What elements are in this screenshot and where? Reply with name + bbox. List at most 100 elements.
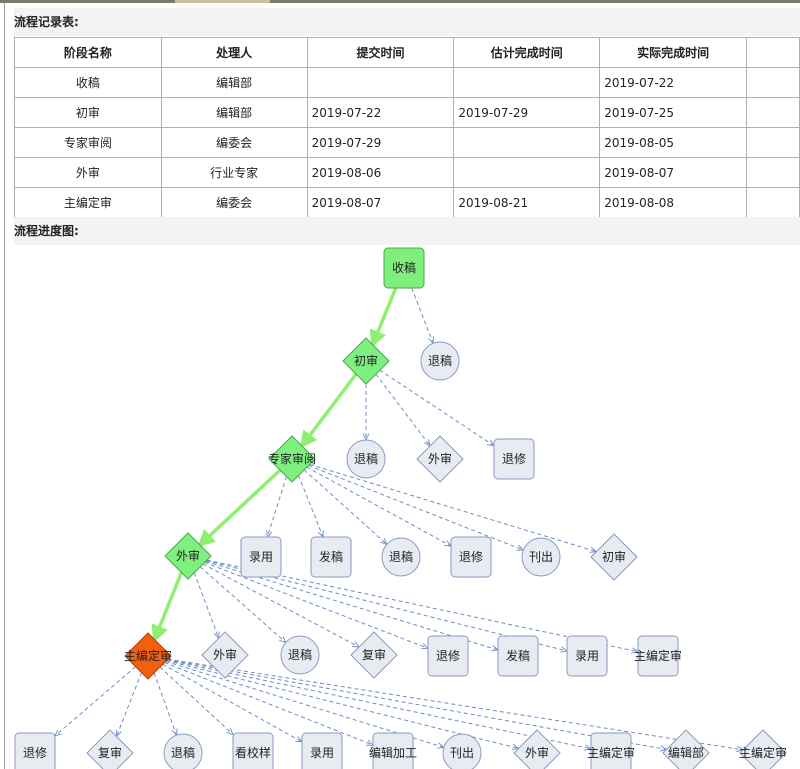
node-shape: [350, 631, 398, 679]
flow-node-diamond[interactable]: 初审: [590, 533, 638, 581]
cell-submit: [306, 67, 455, 98]
flow-node-diamond[interactable]: 专家审阅: [268, 435, 316, 483]
cell-stage: 外审: [14, 157, 162, 188]
flow-node-diamond[interactable]: 初审: [342, 337, 390, 385]
node-shape: [637, 635, 679, 677]
node-label: 看校样: [235, 745, 271, 760]
transition-edge: [164, 662, 373, 746]
flow-node-diamond[interactable]: 外审: [513, 729, 561, 769]
table-row: 专家审阅 编委会 2019-07-29 2019-08-05: [14, 127, 800, 158]
flow-node-circle[interactable]: 退稿: [346, 439, 386, 479]
flow-node-rect[interactable]: 发稿: [497, 635, 539, 677]
flow-node-rect[interactable]: 退修: [493, 438, 535, 480]
flow-node-rect[interactable]: 录用: [240, 536, 282, 578]
cell-submit: 2019-08-06: [306, 157, 455, 188]
flow-node-rect[interactable]: 录用: [566, 635, 608, 677]
node-shape: [164, 532, 212, 580]
flow-node-rect[interactable]: 编辑加工: [369, 732, 417, 769]
header-stage: 阶段名称: [14, 37, 162, 68]
node-label: 录用: [249, 550, 273, 564]
flow-node-diamond[interactable]: 复审: [86, 729, 134, 769]
cell-actual: 2019-07-22: [599, 67, 748, 98]
flow-node-rect[interactable]: 发稿: [310, 536, 352, 578]
flow-node-rect[interactable]: 收稿: [383, 247, 425, 289]
header-submit-time: 提交时间: [306, 37, 455, 68]
transition-edge: [308, 465, 524, 550]
header-actual-time: 实际完成时间: [599, 37, 748, 68]
node-shape: [383, 247, 425, 289]
flow-node-diamond[interactable]: 复审: [350, 631, 398, 679]
flow-node-circle[interactable]: 刊出: [521, 537, 561, 577]
node-label: 退修: [436, 648, 460, 663]
node-label: 外审: [525, 745, 549, 760]
transition-edge: [167, 658, 743, 750]
node-shape: [662, 729, 710, 769]
flow-node-diamond[interactable]: 主编定审: [124, 632, 172, 680]
flow-node-diamond[interactable]: 外审: [416, 435, 464, 483]
transition-edge: [298, 475, 323, 537]
node-label: 退稿: [389, 549, 413, 564]
node-shape: [739, 729, 787, 769]
node-shape: [513, 729, 561, 769]
node-shape: [381, 537, 421, 577]
flow-node-circle[interactable]: 退稿: [280, 635, 320, 675]
node-shape: [268, 435, 316, 483]
transition-edge: [55, 666, 136, 736]
cell-estimate: 2019-08-21: [453, 187, 601, 218]
flow-node-diamond[interactable]: 外审: [164, 532, 212, 580]
flow-node-rect[interactable]: 主编定审: [634, 635, 682, 677]
cell-handler: 编委会: [160, 127, 308, 158]
node-label: 录用: [575, 649, 599, 663]
node-label: 主编定审: [587, 745, 635, 760]
node-shape: [301, 732, 343, 769]
node-label: 退稿: [428, 353, 452, 368]
cell-stage: 专家审阅: [14, 127, 162, 158]
node-label: 主编定审: [739, 745, 787, 760]
node-label: 复审: [362, 647, 386, 662]
cell-actual: 2019-08-05: [599, 127, 748, 158]
flow-node-diamond[interactable]: 编辑部: [662, 729, 710, 769]
transition-edge: [202, 563, 359, 647]
cell-submit: 2019-08-07: [306, 187, 455, 218]
flow-node-rect[interactable]: 主编定审: [587, 732, 635, 769]
node-label: 刊出: [450, 746, 474, 760]
flow-node-circle[interactable]: 退稿: [420, 341, 460, 381]
flow-node-rect[interactable]: 退修: [14, 732, 56, 769]
flow-node-rect[interactable]: 录用: [301, 732, 343, 769]
flow-node-circle[interactable]: 退稿: [381, 537, 421, 577]
transition-edge: [162, 663, 302, 742]
node-label: 退稿: [354, 451, 378, 466]
header-handler: 处理人: [160, 37, 308, 68]
cell-extra: [746, 157, 800, 188]
cell-extra: [746, 187, 800, 218]
node-shape: [163, 733, 203, 769]
node-shape: [566, 635, 608, 677]
flow-node-rect[interactable]: 看校样: [232, 732, 274, 769]
transition-edge: [375, 373, 430, 446]
transition-edge: [116, 672, 142, 737]
flow-node-circle[interactable]: 刊出: [442, 733, 482, 769]
cell-stage: 收稿: [14, 67, 162, 98]
active-tab-indicator: [175, 0, 270, 3]
flow-node-diamond[interactable]: 外审: [201, 631, 249, 679]
flow-node-rect[interactable]: 退修: [450, 536, 492, 578]
cell-extra: [746, 67, 800, 98]
node-label: 收稿: [392, 260, 416, 275]
node-label: 外审: [428, 451, 452, 466]
node-label: 发稿: [319, 549, 343, 564]
node-label: 发稿: [506, 648, 530, 663]
transition-edge: [193, 572, 218, 639]
node-shape: [124, 632, 172, 680]
node-label: 退修: [459, 549, 483, 564]
flow-node-circle[interactable]: 退稿: [163, 733, 203, 769]
node-label: 刊出: [529, 550, 553, 564]
records-table: 阶段名称 处理人 提交时间 估计完成时间 实际完成时间 收稿 编辑部 2019-…: [14, 37, 800, 218]
node-label: 退修: [502, 451, 526, 466]
flow-node-rect[interactable]: 退修: [427, 635, 469, 677]
flow-node-diamond[interactable]: 主编定审: [739, 729, 787, 769]
node-label: 退稿: [288, 647, 312, 662]
table-row: 收稿 编辑部 2019-07-22: [14, 67, 800, 98]
node-shape: [342, 337, 390, 385]
node-shape: [497, 635, 539, 677]
